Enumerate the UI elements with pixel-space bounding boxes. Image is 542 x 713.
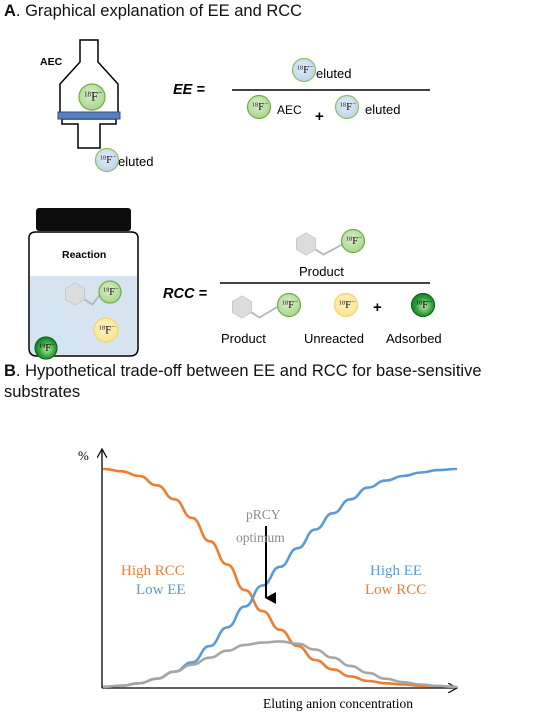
section-b-title-line2: substrates — [4, 383, 81, 401]
f18-ion-rcc-adsorbed: 18F− — [410, 292, 436, 318]
f18-ion-eluted: 18F− — [94, 147, 120, 173]
aec-label: AEC — [40, 56, 63, 68]
rcc-plus2: + — [373, 299, 382, 316]
ion-layer: 18F− 18F− 18F− 18F− 18F− 18F− 18F− 18F− 18F− 18F−… — [34, 57, 436, 360]
f18-ion-vial-unreacted: 18F− — [93, 317, 119, 343]
annotation-1: optimum — [236, 530, 285, 545]
product-skeleton-denominator-hexagon — [232, 295, 252, 319]
f18-ion-vial-product-label: 18F− — [103, 285, 119, 298]
series-line-0 — [102, 467, 458, 689]
section-b-title-line1: . Hypothetical trade-off between EE and … — [15, 362, 482, 380]
reaction-label: Reaction — [62, 249, 106, 261]
f18-ion-vial-adsorbed-circle — [34, 336, 58, 360]
series-layer — [102, 467, 458, 689]
f18-ion-cartridge-label: 18F− — [84, 88, 103, 104]
product-skeleton-denominator — [232, 295, 280, 319]
f18-ion-rcc-product-circle — [276, 292, 302, 318]
f18-ion-ee-eluted: 18F− — [334, 94, 360, 120]
f18-ion-ee-eluted-circle — [334, 94, 360, 120]
f18-ion-eluted-circle — [94, 147, 120, 173]
f18-ion-ee-numerator: 18F− — [291, 57, 317, 83]
annotation-3: Low EE — [136, 582, 186, 598]
ee-numerator-label: eluted — [316, 66, 351, 81]
product-skeleton-numerator-hexagon — [296, 232, 316, 256]
f18-ion-rcc-numerator-circle — [340, 228, 366, 254]
series-line-2 — [102, 640, 458, 689]
y-axis-label: % — [78, 448, 89, 463]
section-a-title: . Graphical explanation of EE and RCC — [15, 2, 303, 20]
f18-ion-eluted-label: 18F− — [100, 153, 116, 166]
section-a-heading: A. Graphical explanation of EE and RCC — [4, 1, 302, 22]
f18-ion-rcc-unreacted: 18F− — [333, 292, 359, 318]
annotation-0: pRCY — [246, 507, 281, 522]
annotation-2: High RCC — [121, 563, 185, 579]
product-skeleton-vial-hexagon — [65, 282, 85, 306]
f18-ion-ee-aec-label: 18F− — [252, 100, 268, 113]
ee-lhs: EE = — [173, 82, 205, 98]
rcc-lhs: RCC = — [163, 286, 207, 302]
rcc-unreacted-label: Unreacted — [304, 331, 364, 346]
f18-ion-vial-adsorbed: 18F− — [34, 336, 58, 360]
f18-ion-ee-aec: 18F− — [246, 94, 272, 120]
section-a-letter: A — [4, 2, 16, 20]
ee-denominator-label1: AEC — [277, 103, 302, 117]
f18-ion-vial-product: 18F− — [98, 280, 122, 304]
product-skeleton-vial — [65, 282, 102, 306]
f18-ion-rcc-adsorbed-circle — [410, 292, 436, 318]
product-skeleton-denominator-linker — [251, 305, 280, 319]
reaction-vial: Reaction — [28, 208, 139, 357]
f18-ion-rcc-numerator: 18F− — [340, 228, 366, 254]
f18-ion-cartridge-circle — [78, 83, 106, 111]
annotation-5: Low RCC — [365, 582, 426, 598]
product-skeleton-numerator — [296, 232, 346, 256]
f18-ion-vial-unreacted-label: 18F− — [99, 322, 116, 336]
x-axis-label: Eluting anion concentration — [263, 696, 413, 711]
product-skeleton-numerator-linker — [315, 242, 346, 256]
f18-ion-ee-eluted-label: 18F− — [340, 100, 356, 113]
f18-ion-vial-unreacted-circle — [93, 317, 119, 343]
f18-ion-cartridge: 18F− — [78, 83, 106, 111]
f18-ion-rcc-product-label: 18F− — [282, 298, 298, 311]
ee-denominator-label2: eluted — [365, 102, 400, 117]
f18-ion-rcc-adsorbed-label: 18F− — [416, 298, 432, 311]
annotation-4: High EE — [370, 563, 422, 579]
section-b-letter: B — [4, 362, 16, 380]
f18-ion-ee-numerator-label: 18F− — [297, 63, 313, 76]
rcc-numerator-label: Product — [299, 264, 344, 279]
eluted-label: eluted — [118, 154, 153, 169]
ee-plus: + — [315, 108, 324, 125]
f18-ion-vial-adsorbed-label: 18F− — [39, 341, 55, 354]
f18-ion-rcc-numerator-label: 18F− — [346, 234, 362, 247]
section-b-heading: B. Hypothetical trade-off between EE and… — [4, 361, 482, 403]
rcc-product-label: Product — [221, 331, 266, 346]
product-skeleton-vial-linker — [84, 292, 102, 306]
tradeoff-chart: % Eluting anion concentration pRCY optimu… — [78, 448, 456, 711]
f18-ion-vial-product-circle — [98, 280, 122, 304]
f18-ion-rcc-product: 18F− — [276, 292, 302, 318]
f18-ion-ee-aec-circle — [246, 94, 272, 120]
f18-ion-ee-numerator-circle — [291, 57, 317, 83]
rcc-adsorbed-label: Adsorbed — [386, 331, 442, 346]
f18-ion-rcc-unreacted-circle — [333, 292, 359, 318]
f18-ion-rcc-unreacted-label: 18F− — [339, 298, 355, 311]
